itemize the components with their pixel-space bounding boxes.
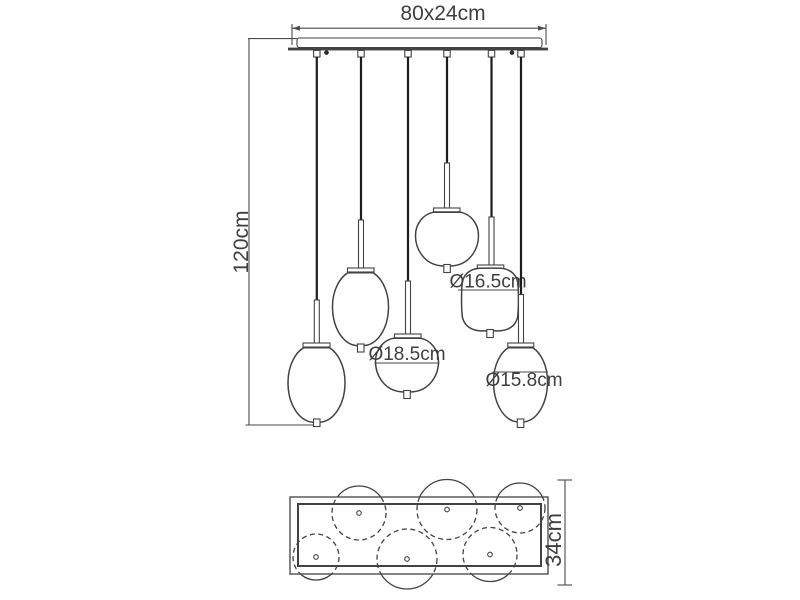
cord-grommet-3 [404, 49, 412, 58]
arrow-right-icon [538, 25, 546, 31]
dimension-plate-depth: 34cm [541, 479, 572, 586]
bottom-nub [486, 328, 494, 339]
hidden-outline [462, 526, 518, 574]
canopy-plate [288, 37, 548, 58]
pendant-2 [331, 57, 390, 353]
plan-outer-frame [289, 496, 549, 575]
glass-shade-barrel [460, 267, 520, 332]
cord-grommet-2 [357, 49, 365, 58]
canopy-body [296, 37, 543, 49]
shade-cap [302, 342, 331, 348]
shade-cap [507, 342, 535, 348]
plan-shade-circle-3 [494, 482, 546, 534]
plan-shade-circle-5 [376, 528, 438, 590]
glass-shade-egg [287, 347, 346, 424]
hidden-outline [376, 528, 438, 574]
plan-inner-frame [297, 503, 542, 567]
stem-tube [443, 162, 451, 210]
glass-shade-globe [414, 211, 480, 267]
bottom-nub [403, 389, 411, 400]
hidden-outline [494, 497, 546, 534]
dimension-drop-height: 120cm [230, 38, 313, 426]
pendant-3: Ø18.5cm [368, 57, 446, 400]
plan-shade-circle-1 [331, 485, 387, 541]
pendant-6: Ø15.8cm [485, 57, 563, 429]
cord-grommet-4 [443, 49, 451, 58]
hidden-outline [331, 497, 387, 541]
stem-tube [313, 299, 320, 345]
shade-cap [393, 333, 422, 339]
cord-point-icon [444, 506, 450, 513]
drop-height-label: 120cm [230, 210, 253, 273]
cord-point-icon [404, 556, 410, 562]
cord-grommet-1 [313, 49, 321, 58]
pendant-1 [287, 57, 346, 428]
pendant-5: Ø16.5cm [449, 57, 527, 339]
plate-depth-label: 34cm [541, 513, 566, 567]
shade-cap [432, 207, 461, 213]
cord-point-icon [487, 551, 493, 558]
stem-tube [517, 293, 525, 345]
plan-shade-circle-2 [416, 478, 478, 541]
screw-icon [509, 50, 515, 55]
bottom-nub [443, 263, 451, 274]
diameter-label: Ø15.8cm [485, 370, 562, 391]
stem-tube [488, 216, 495, 267]
stem-tube [357, 219, 365, 270]
bottom-nub [516, 418, 525, 429]
screw-icon [324, 50, 329, 55]
cord-point-icon [356, 510, 362, 516]
diameter-label: Ø16.5cm [449, 272, 526, 293]
canopy-width-label: 80x24cm [400, 2, 485, 25]
front-view: 80x24cm 120cm [230, 2, 563, 429]
top-view: 34cm [289, 478, 572, 590]
shade-cap [346, 267, 375, 273]
arrow-left-icon [292, 25, 300, 31]
cord-point-icon [313, 554, 319, 560]
glass-shade-egg [331, 272, 390, 347]
dimension-canopy-width: 80x24cm [291, 2, 547, 45]
bottom-nub [356, 343, 365, 353]
bottom-nub [312, 418, 321, 428]
cord-point-icon [517, 505, 523, 511]
cord-grommet-5 [487, 49, 496, 58]
canopy-flange [288, 47, 548, 51]
hidden-outline [292, 533, 340, 574]
diameter-label: Ø18.5cm [368, 344, 445, 365]
stem-tube [404, 280, 412, 336]
hidden-outline [416, 497, 478, 541]
plan-shade-circle-4 [292, 533, 340, 581]
cord-grommet-6 [517, 49, 525, 58]
pendant-4 [414, 57, 480, 274]
